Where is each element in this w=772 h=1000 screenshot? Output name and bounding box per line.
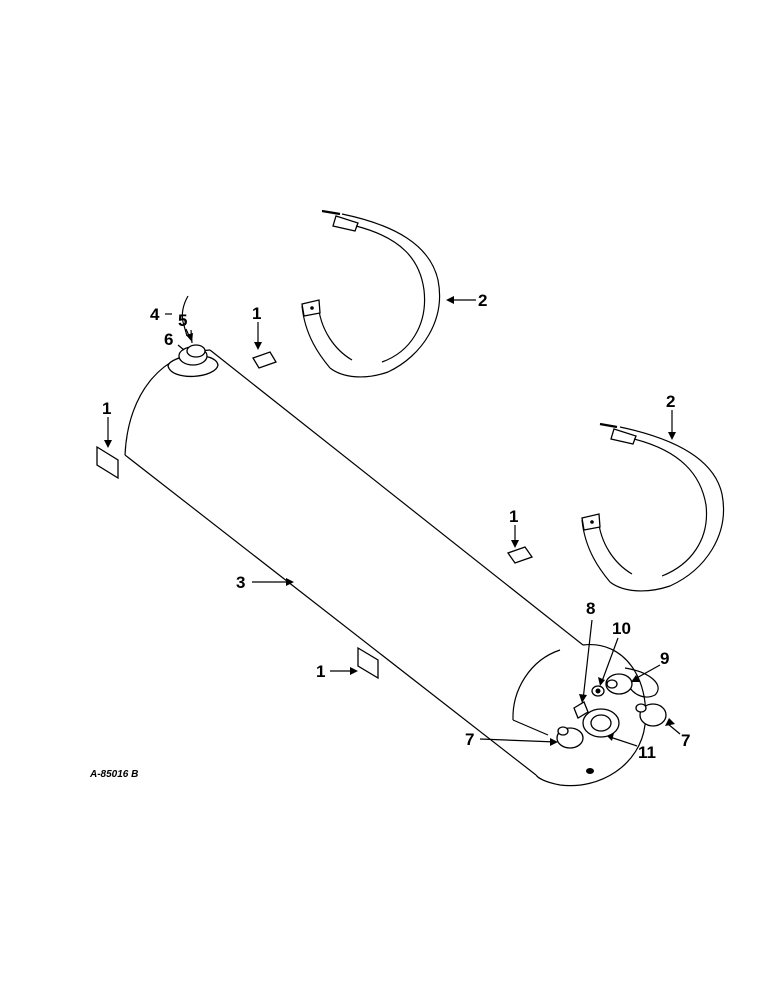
callout-5: 5 [178, 311, 187, 330]
drawing-id: A-85016 B [89, 769, 138, 780]
callout-1-top: 1 [252, 304, 261, 323]
callout-2-upper: 2 [478, 291, 487, 310]
head-fittings [556, 673, 667, 749]
callout-8: 8 [586, 599, 595, 618]
callout-6: 6 [164, 330, 173, 349]
callout-9: 9 [660, 649, 669, 668]
strap-upper [301, 209, 441, 378]
leader-lines [104, 296, 681, 747]
callout-11: 11 [638, 743, 656, 762]
callout-1-left: 1 [102, 399, 111, 418]
callout-3: 3 [236, 573, 245, 592]
strap-lower [581, 422, 724, 592]
tank [124, 349, 659, 787]
decals [96, 351, 534, 680]
callout-7-right: 7 [681, 731, 690, 750]
callout-1-middle: 1 [509, 507, 518, 526]
callout-1-bottom: 1 [316, 662, 325, 681]
top-fitting [167, 295, 219, 378]
callout-labels: 1 1 1 1 2 2 3 4 5 6 7 7 8 9 10 11 [102, 291, 690, 762]
callout-4: 4 [150, 305, 160, 324]
callout-2-lower: 2 [666, 392, 675, 411]
callout-10: 10 [612, 619, 631, 638]
callout-7-left: 7 [465, 730, 474, 749]
